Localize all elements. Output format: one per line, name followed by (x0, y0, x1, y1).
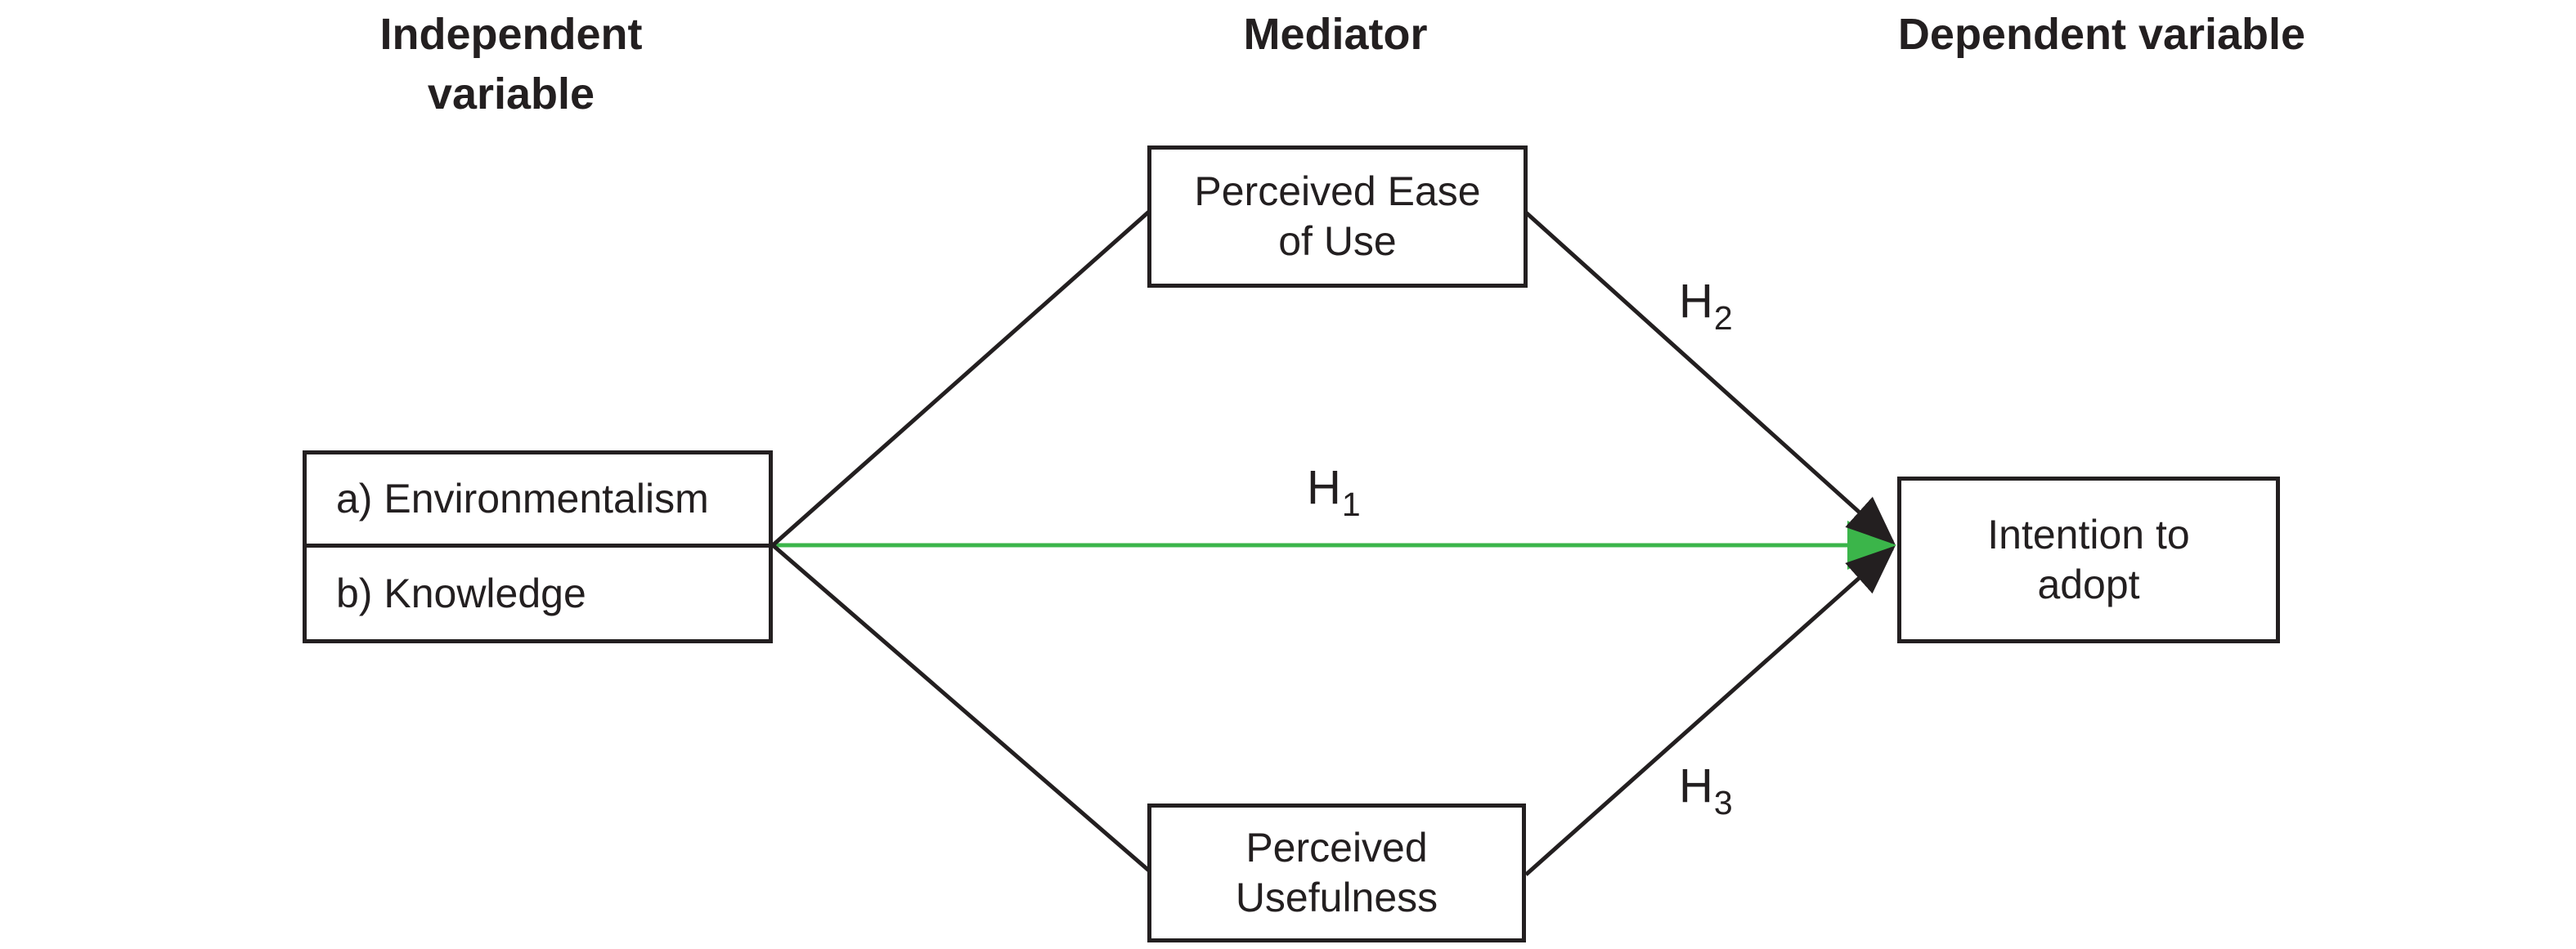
path-line-h2-peu-to-dv (1524, 211, 1896, 545)
dependent-variable-box: Intention to adopt (1897, 477, 2280, 643)
independent-variable-box: a) Environmentalism b) Knowledge (303, 450, 773, 643)
mediator-label-perceived-usefulness: Perceived Usefulness (1235, 825, 1438, 920)
h2-subscript: 2 (1713, 299, 1733, 337)
h1-subscript: 1 (1341, 486, 1361, 523)
iv-cell-knowledge: b) Knowledge (307, 548, 769, 639)
h3-subscript: 3 (1713, 784, 1733, 821)
column-header-dependent-variable: Dependent variable (1897, 10, 2306, 59)
iv-cell-environmentalism: a) Environmentalism (307, 454, 769, 548)
iv-label-environmentalism: a) Environmentalism (336, 476, 709, 522)
hypothesis-label-h1: H1 (1307, 461, 1361, 522)
path-line-iv-to-peu (771, 209, 1151, 547)
hypothesis-label-h2: H2 (1679, 275, 1733, 335)
iv-label-knowledge: b) Knowledge (336, 570, 586, 616)
h3-base: H (1679, 759, 1713, 812)
dependent-label-intention-to-adopt: Intention to adopt (1987, 512, 2190, 607)
column-header-mediator: Mediator (1243, 10, 1428, 59)
path-line-iv-to-pu (771, 544, 1151, 873)
path-line-h3-pu-to-dv (1524, 545, 1896, 876)
column-header-independent-variable: Independent variable (379, 10, 643, 119)
hypothesis-label-h3: H3 (1679, 763, 1733, 820)
mediator-box-perceived-ease-of-use: Perceived Ease of Use (1147, 145, 1528, 288)
h1-base: H (1307, 461, 1341, 514)
mediator-label-perceived-ease-of-use: Perceived Ease of Use (1194, 168, 1481, 264)
mediator-box-perceived-usefulness: Perceived Usefulness (1147, 804, 1526, 942)
h2-base: H (1679, 275, 1713, 328)
